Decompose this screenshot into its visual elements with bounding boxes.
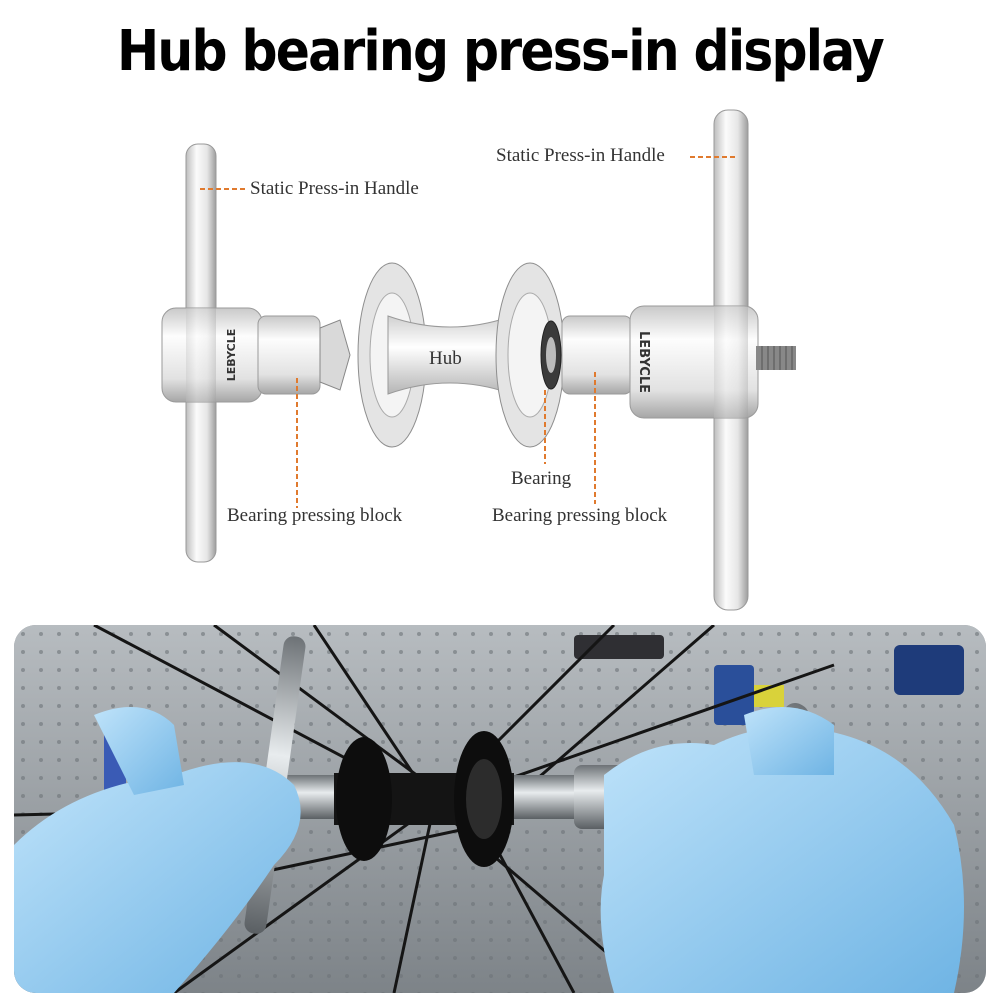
workshop-photo (14, 625, 986, 993)
label-block-left: Bearing pressing block (227, 505, 403, 526)
label-block-right: Bearing pressing block (492, 505, 668, 526)
label-handle-left: Static Press-in Handle (250, 178, 419, 199)
left-axle-nut (319, 319, 351, 391)
label-bearing: Bearing (511, 468, 572, 489)
brand-left: LEBYCLE (225, 329, 238, 381)
tool-diagram: LEBYCLE LEBYCLE Static Press-in Handle S… (0, 100, 1000, 620)
left-pressing-block (257, 315, 321, 395)
page-title: Hub bearing press-in display (117, 19, 885, 84)
photo-hands-pressing-bearing-icon (14, 625, 986, 993)
right-pressing-block (561, 315, 633, 395)
label-handle-right: Static Press-in Handle (496, 145, 665, 166)
threaded-rod (756, 346, 796, 370)
tool-illustration: LEBYCLE LEBYCLE (161, 109, 796, 611)
brand-right: LEBYCLE (636, 331, 651, 393)
label-hub: Hub (429, 348, 462, 369)
